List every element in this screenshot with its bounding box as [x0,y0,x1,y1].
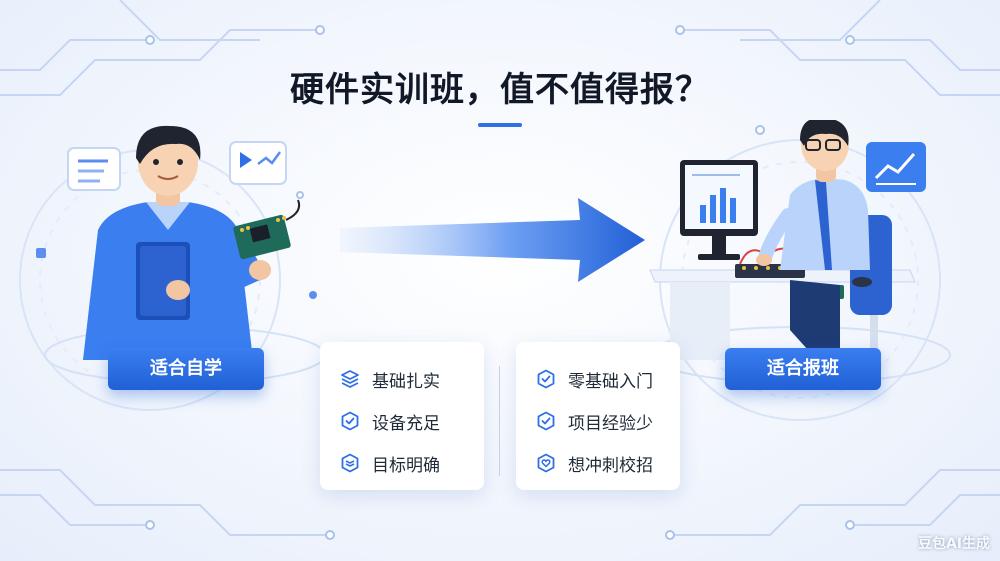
check-shield-icon [537,369,555,389]
list-item: 基础扎实 [340,358,484,400]
check-shield-icon [341,411,359,431]
reason-text: 零基础入门 [568,371,653,392]
list-item: 设备充足 [340,400,484,442]
self-study-reasons-card: 基础扎实 设备充足 目标明确 [320,342,484,490]
title-underline [478,123,522,127]
trend-chart-bubble-icon [866,142,926,192]
training-class-label: 适合报班 [725,348,881,390]
heart-shield-icon [537,453,555,473]
reason-text: 目标明确 [372,455,440,476]
training-class-person-illustration [649,120,916,360]
reason-text: 想冲刺校招 [568,455,653,476]
list-item: 零基础入门 [536,358,680,400]
list-item: 目标明确 [340,442,484,484]
self-study-person-illustration [83,125,301,360]
list-item: 想冲刺校招 [536,442,680,484]
card-divider [499,366,500,476]
layers-icon [341,453,359,473]
play-bubble-icon [229,141,287,185]
check-shield-icon [537,411,555,431]
watermark: 豆包AI生成 [917,536,990,552]
chat-bubble-icon [67,147,121,191]
self-study-label: 适合自学 [108,348,264,390]
list-item: 项目经验少 [536,400,680,442]
training-class-reasons-card: 零基础入门 项目经验少 想冲刺校招 [516,342,680,490]
layers-icon [341,370,359,388]
reason-text: 设备充足 [372,413,440,434]
page-title: 硬件实训班，值不值得报？ [290,70,710,110]
right-arrow-icon [340,198,645,282]
reason-text: 基础扎实 [372,371,440,392]
reason-text: 项目经验少 [568,413,653,434]
